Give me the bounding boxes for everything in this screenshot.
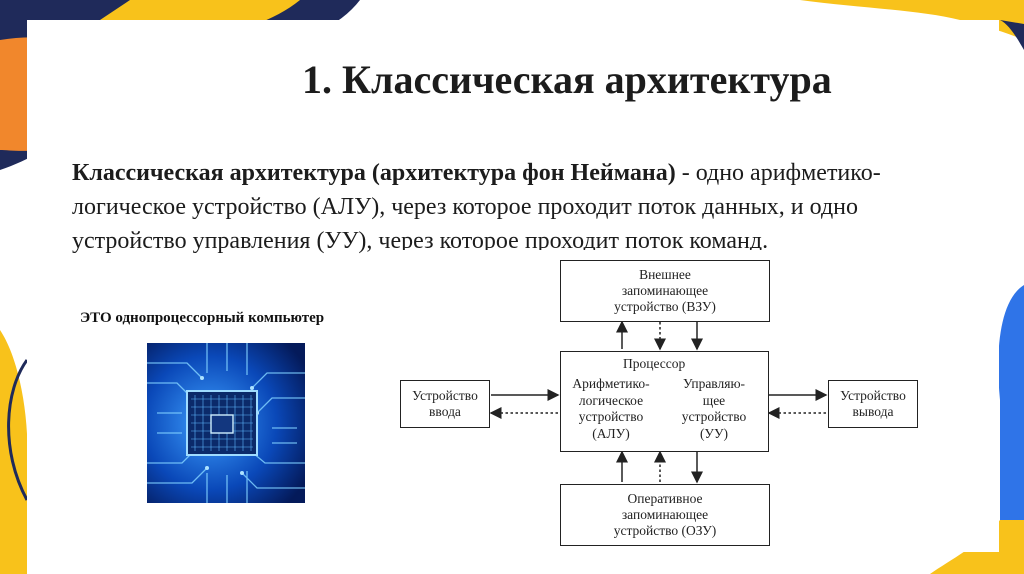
alu-label: Арифметико- логическое устройство (АЛУ) (572, 376, 650, 441)
ozu-box: Оперативное запоминающее устройство (ОЗУ… (560, 484, 770, 546)
processor-chip-image (147, 343, 305, 503)
processor-label: Процессор (623, 356, 686, 371)
definition-bold: Классическая архитектура (архитектура фо… (72, 160, 676, 186)
processor-box (560, 351, 769, 452)
slide-title: 1. Классическая архитектура (302, 57, 832, 102)
output-device-box: Устройство вывода (828, 380, 918, 428)
uu-label: Управляю- щее устройство (УУ) (681, 376, 747, 441)
definition-rest: - одно арифметико-логическое устройство … (72, 160, 881, 254)
vzu-box: Внешнее запоминающее устройство (ВЗУ) (560, 260, 770, 322)
definition-paragraph: Классическая архитектура (архитектура фо… (72, 156, 972, 258)
von-neumann-diagram: Внешнее запоминающее устройство (ВЗУ) Пр… (394, 250, 930, 552)
eto-label: ЭТО однопроцессорный компьютер (80, 310, 325, 326)
input-device-box: Устройство ввода (400, 380, 490, 428)
